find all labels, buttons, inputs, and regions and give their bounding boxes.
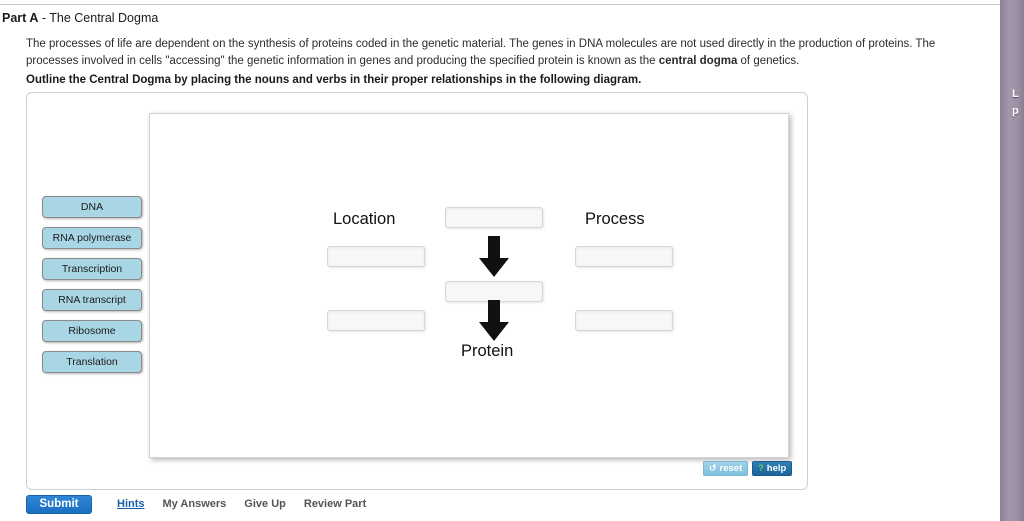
reset-icon: ↺ (709, 463, 717, 473)
draggable-tile-transcription[interactable]: Transcription (42, 258, 142, 280)
right-panel-label-line1: L (1012, 88, 1019, 100)
draggable-tile-rna-polymerase[interactable]: RNA polymerase (42, 227, 142, 249)
down-arrow-icon (477, 236, 511, 278)
drop-slot-right-upper[interactable] (575, 246, 673, 267)
question-mark-icon: ? (758, 463, 764, 473)
page-content: Part A - The Central Dogma The processes… (2, 10, 982, 514)
right-side-panel[interactable]: L p (1000, 0, 1024, 521)
drop-slot-left-lower[interactable] (327, 310, 425, 331)
part-label: Part A (2, 11, 39, 25)
column-header-process: Process (585, 210, 645, 228)
give-up-link[interactable]: Give Up (244, 498, 286, 510)
drop-slot-left-upper[interactable] (327, 246, 425, 267)
intro-bold-term: central dogma (658, 55, 738, 67)
submit-button[interactable]: Submit (26, 494, 92, 514)
draggable-tile-dna[interactable]: DNA (42, 196, 142, 218)
word-bank-palette: DNA RNA polymerase Transcription RNA tra… (42, 196, 146, 382)
right-panel-label-line2: p (1012, 105, 1019, 117)
draggable-tile-rna-transcript[interactable]: RNA transcript (42, 289, 142, 311)
instruction-text: Outline the Central Dogma by placing the… (26, 74, 642, 86)
reset-button[interactable]: ↺ reset (703, 461, 749, 476)
diagram-canvas: Location Process Prot (149, 113, 789, 458)
reset-button-label: reset (719, 463, 743, 474)
central-dogma-diagram: Location Process Prot (150, 114, 790, 459)
drop-slot-center-top[interactable] (445, 207, 543, 228)
my-answers-link[interactable]: My Answers (162, 498, 227, 510)
column-header-location: Location (333, 210, 396, 228)
draggable-tile-ribosome[interactable]: Ribosome (42, 320, 142, 342)
down-arrow-icon (477, 300, 511, 342)
part-title-text: The Central Dogma (49, 11, 159, 25)
top-divider (0, 4, 1008, 5)
draggable-tile-translation[interactable]: Translation (42, 351, 142, 373)
drop-slot-center-middle[interactable] (445, 281, 543, 302)
part-separator: - (38, 11, 50, 25)
drop-slot-right-lower[interactable] (575, 310, 673, 331)
intro-lead: The processes of life are dependent on t… (26, 38, 936, 67)
help-button-label: help (766, 463, 787, 474)
intro-paragraph: The processes of life are dependent on t… (26, 36, 982, 70)
hints-link[interactable]: Hints (117, 498, 145, 510)
page-title: Part A - The Central Dogma (2, 10, 158, 26)
action-row: Submit Hints My Answers Give Up Review P… (26, 494, 366, 514)
diagram-tool-buttons: ↺ reset ? help (703, 461, 793, 476)
activity-frame: DNA RNA polymerase Transcription RNA tra… (26, 92, 808, 490)
review-part-link[interactable]: Review Part (303, 498, 367, 510)
intro-tail: of genetics. (737, 55, 800, 67)
protein-label: Protein (461, 342, 514, 360)
help-button[interactable]: ? help (752, 461, 793, 476)
right-panel-label: L p (1012, 86, 1019, 120)
